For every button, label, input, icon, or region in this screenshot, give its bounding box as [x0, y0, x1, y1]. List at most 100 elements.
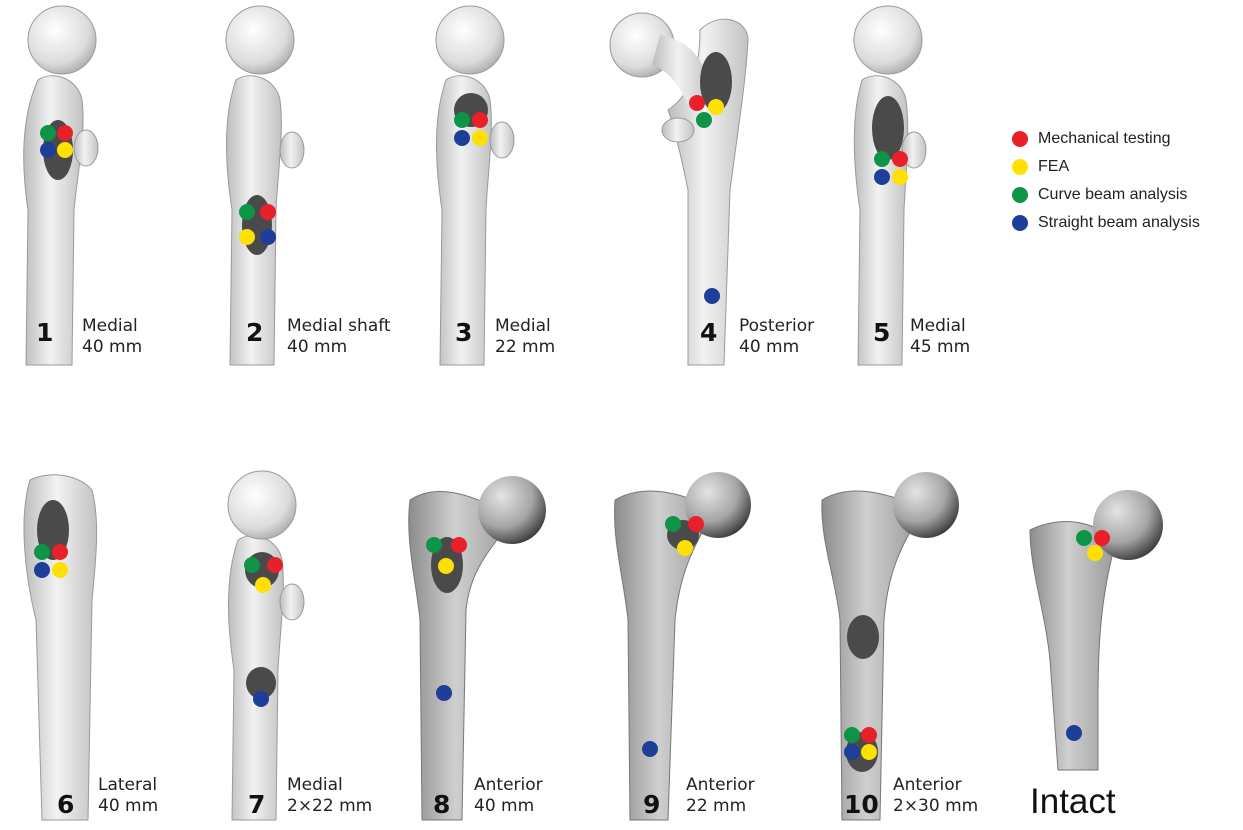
panel-size: 2×22 mm	[287, 796, 372, 817]
femur-panel-5	[854, 6, 926, 365]
marker-mechanical	[892, 151, 908, 167]
panel-number: 8	[433, 790, 450, 819]
panel-location: Medial	[910, 316, 970, 337]
panel-size: 45 mm	[910, 337, 970, 358]
panel-size: 40 mm	[98, 796, 158, 817]
marker-straight	[40, 142, 56, 158]
legend-item-straight: Straight beam analysis	[1012, 209, 1200, 237]
marker-straight	[1066, 725, 1082, 741]
panel-size: 22 mm	[495, 337, 555, 358]
marker-straight	[34, 562, 50, 578]
panel-number: 6	[57, 790, 74, 819]
marker-mechanical	[689, 95, 705, 111]
trochanter	[74, 130, 98, 166]
marker-fea	[57, 142, 73, 158]
marker-straight	[844, 744, 860, 760]
trochanter	[280, 584, 304, 620]
femoral-head	[893, 472, 959, 538]
panel-number: 1	[36, 318, 53, 347]
marker-straight	[704, 288, 720, 304]
marker-curve	[665, 516, 681, 532]
femur-panel-4	[610, 13, 748, 365]
legend-label: Straight beam analysis	[1038, 214, 1200, 232]
panel-location: Lateral	[98, 775, 158, 796]
femur-panel-7	[228, 471, 304, 820]
marker-curve	[244, 557, 260, 573]
legend-label: Curve beam analysis	[1038, 186, 1187, 204]
legend: Mechanical testing FEA Curve beam analys…	[1012, 125, 1200, 237]
intact-label: Intact	[1030, 782, 1116, 822]
marker-mechanical	[1094, 530, 1110, 546]
marker-fea	[892, 169, 908, 185]
femur-panel-1	[24, 6, 98, 365]
panel-number: 5	[873, 318, 890, 347]
panel-caption: Medial 45 mm	[910, 316, 970, 358]
panel-number: 9	[643, 790, 660, 819]
panel-location: Anterior	[474, 775, 543, 796]
marker-fea	[1087, 545, 1103, 561]
panel-number: 4	[700, 318, 717, 347]
marker-fea	[438, 558, 454, 574]
marker-mechanical	[472, 112, 488, 128]
marker-mechanical	[451, 537, 467, 553]
marker-curve	[426, 537, 442, 553]
panel-number: 10	[844, 790, 879, 819]
panel-size: 40 mm	[474, 796, 543, 817]
femoral-head	[28, 6, 96, 74]
marker-fea	[861, 744, 877, 760]
panel-location: Medial shaft	[287, 316, 391, 337]
marker-curve	[239, 204, 255, 220]
marker-curve	[40, 125, 56, 141]
legend-dot-icon	[1012, 187, 1028, 203]
marker-straight	[874, 169, 890, 185]
marker-mechanical	[861, 727, 877, 743]
panel-caption: Medial 40 mm	[82, 316, 142, 358]
marker-curve	[844, 727, 860, 743]
panel-caption: Lateral 40 mm	[98, 775, 158, 817]
defect	[847, 615, 879, 659]
panel-size: 2×30 mm	[893, 796, 978, 817]
panel-size: 22 mm	[686, 796, 755, 817]
legend-item-fea: FEA	[1012, 153, 1200, 181]
panel-number: 7	[248, 790, 265, 819]
panel-caption: Anterior 40 mm	[474, 775, 543, 817]
panel-location: Medial	[287, 775, 372, 796]
panel-caption: Medial 22 mm	[495, 316, 555, 358]
panel-location: Medial	[495, 316, 555, 337]
marker-curve	[1076, 530, 1092, 546]
femoral-head	[226, 6, 294, 74]
legend-item-mechanical: Mechanical testing	[1012, 125, 1200, 153]
femoral-head	[1093, 490, 1163, 560]
marker-fea	[239, 229, 255, 245]
femur-panel-10	[822, 472, 959, 820]
femoral-head	[228, 471, 296, 539]
panel-location: Medial	[82, 316, 142, 337]
femur-panel-9	[615, 472, 751, 820]
marker-fea	[677, 540, 693, 556]
marker-straight	[642, 741, 658, 757]
marker-straight	[436, 685, 452, 701]
panel-size: 40 mm	[739, 337, 814, 358]
panel-size: 40 mm	[82, 337, 142, 358]
marker-fea	[708, 99, 724, 115]
legend-dot-icon	[1012, 215, 1028, 231]
panel-caption: Medial shaft 40 mm	[287, 316, 391, 358]
panel-number: 3	[455, 318, 472, 347]
marker-mechanical	[52, 544, 68, 560]
femur-panel-3	[436, 6, 514, 365]
femur-panel-2	[226, 6, 304, 365]
marker-mechanical	[267, 557, 283, 573]
femoral-head	[854, 6, 922, 74]
legend-label: FEA	[1038, 158, 1069, 176]
panel-location: Posterior	[739, 316, 814, 337]
panel-location: Anterior	[893, 775, 978, 796]
femur-intact	[1030, 490, 1163, 770]
marker-mechanical	[688, 516, 704, 532]
trochanter	[662, 118, 694, 142]
trochanter	[490, 122, 514, 158]
femur-panel-8	[409, 476, 546, 820]
legend-label: Mechanical testing	[1038, 130, 1171, 148]
trochanter	[280, 132, 304, 168]
panel-size: 40 mm	[287, 337, 391, 358]
panel-caption: Posterior 40 mm	[739, 316, 814, 358]
